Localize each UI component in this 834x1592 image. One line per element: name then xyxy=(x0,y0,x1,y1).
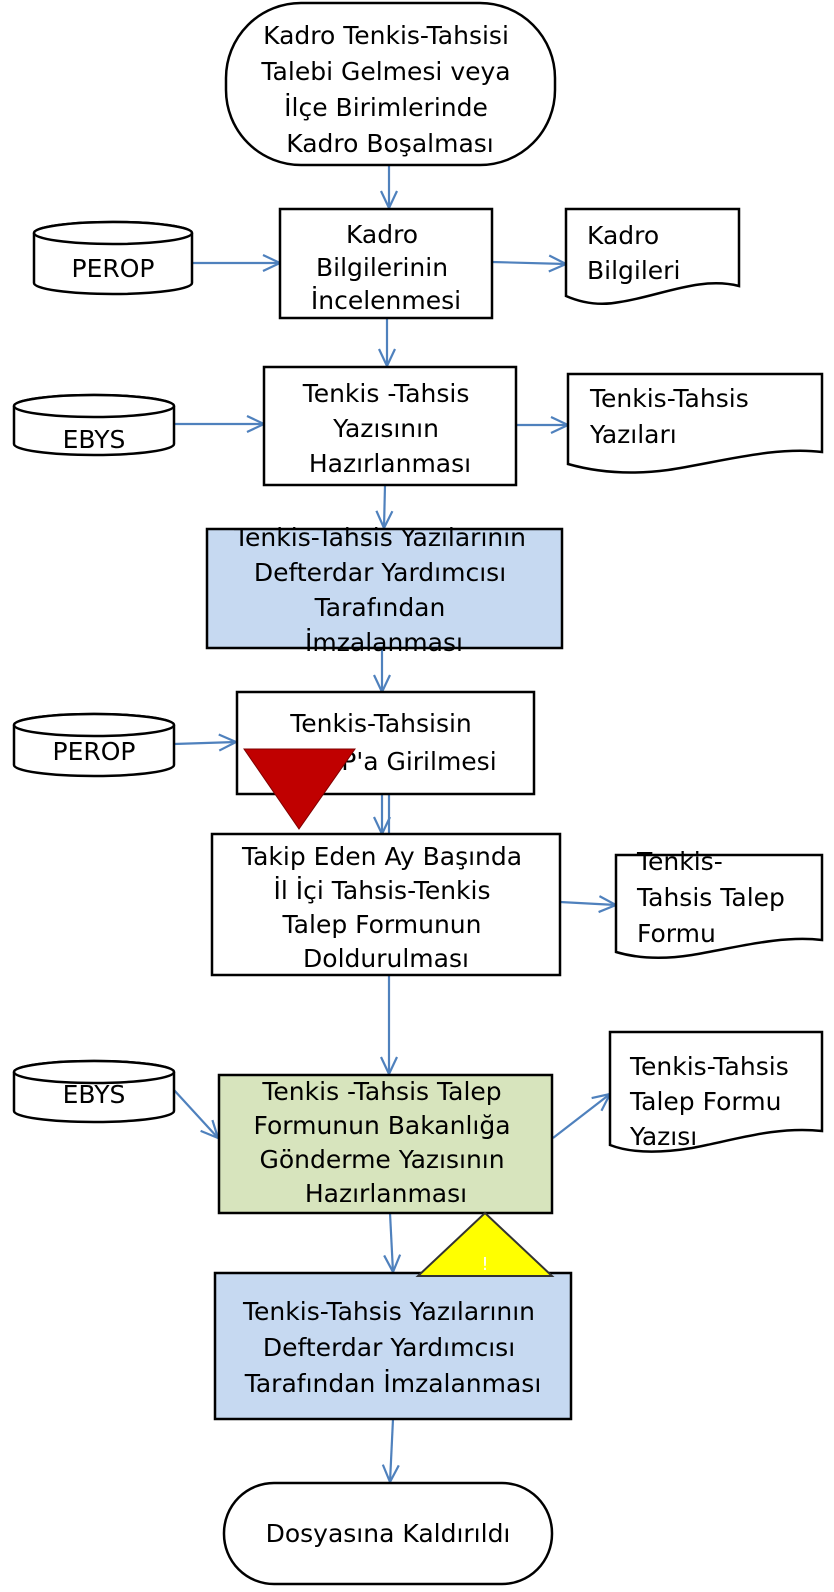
data-source-3: PEROP xyxy=(12,712,176,778)
svg-text:Tenkis- Tahsis Talep: Tenkis- Tahsis Talep Formu xyxy=(636,847,793,948)
step-6-box xyxy=(217,1073,554,1215)
step-7-box xyxy=(213,1271,573,1421)
document-3-label-line: Tahsis Talep xyxy=(636,883,785,912)
process-step-3: Tenkis-Tahsis Yazılarının Defterdar Yard… xyxy=(205,523,564,657)
end-terminator: Dosyasına Kaldırıldı xyxy=(222,1481,554,1586)
step-3-label-line: Tenkis-Tahsis Yazılarının xyxy=(233,523,526,552)
document-3-label-line: Tenkis- xyxy=(636,847,723,876)
svg-text:Tenkis-Tahsis Yazılarının: Tenkis-Tahsis Yazılarının Defterdar Yard… xyxy=(233,523,534,657)
step-5-label-line: Takip Eden Ay Başında xyxy=(241,842,522,871)
warning-mark: ! xyxy=(481,1254,488,1275)
step-5-box xyxy=(210,832,562,977)
step-2-box xyxy=(262,365,518,487)
step-7-label-line: Tenkis-Tahsis Yazılarının xyxy=(242,1297,535,1326)
arrow-source-4-to-step-6 xyxy=(173,1089,218,1138)
step-3-label-line: Tarafından xyxy=(314,593,446,622)
start-label-line: İlçe Birimlerinde xyxy=(284,93,488,122)
document-2-shape xyxy=(566,372,824,474)
document-4-label-line: Tenkis-Tahsis xyxy=(629,1052,789,1081)
arrow-step-5-to-document-3 xyxy=(559,902,616,905)
start-shape xyxy=(224,1,557,167)
document-4: Tenkis-Tahsis Talep Formu Yazısı xyxy=(608,1030,824,1153)
step-2-label-line: Tenkis -Tahsis xyxy=(302,379,470,408)
step-4-label-line: Tenkis-Tahsisin xyxy=(289,709,472,738)
document-3-label-line: Formu xyxy=(637,919,716,948)
database-1-label: PEROP xyxy=(72,254,155,283)
arrow-source-3-to-step-4 xyxy=(173,742,236,744)
arrow-step-1-to-document-1 xyxy=(491,262,566,264)
document-3: Tenkis- Tahsis Talep Formu xyxy=(614,847,824,960)
arrow-step-2-to-step-3 xyxy=(384,484,385,528)
database-3-label: PEROP xyxy=(53,737,136,766)
document-1-label-line: Kadro xyxy=(587,221,659,250)
database-2-label: EBYS xyxy=(63,425,126,454)
warning-triangle-shape xyxy=(415,1211,555,1277)
end-label: Dosyasına Kaldırıldı xyxy=(266,1519,511,1548)
step-1-box xyxy=(278,207,494,320)
database-3-top xyxy=(12,712,176,738)
document-2: Tenkis-Tahsis Yazıları xyxy=(566,372,824,474)
svg-text:Kadro Tenkis-Tahsisi Tal: Kadro Tenkis-Tahsisi Talebi Gelmesi veya… xyxy=(260,21,518,158)
process-step-7: Tenkis-Tahsis Yazılarının Defterdar Yard… xyxy=(213,1271,573,1421)
document-4-label-line: Talep Formu xyxy=(629,1087,781,1116)
document-2-label-line: Tenkis-Tahsis xyxy=(589,384,749,413)
step-1-label-line: Bilgilerinin xyxy=(316,253,448,282)
database-1-top xyxy=(32,220,194,246)
database-2-top xyxy=(12,393,176,419)
start-label-line: Kadro Tenkis-Tahsisi xyxy=(263,21,509,50)
document-4-label-line: Yazısı xyxy=(629,1122,697,1151)
document-1-shape xyxy=(564,207,741,305)
svg-text:Tenkis-Tahsis Yazıları: Tenkis-Tahsis Yazıları xyxy=(589,384,757,449)
step-1-label-line: Kadro xyxy=(346,220,418,249)
step-5-label-line: İl İçi Tahsis-Tenkis xyxy=(274,876,491,905)
svg-text:Tenkis-Tahsis Yazılarının: Tenkis-Tahsis Yazılarının Defterdar Yard… xyxy=(242,1297,543,1398)
document-3-shape xyxy=(614,853,824,960)
start-terminator: Kadro Tenkis-Tahsisi Talebi Gelmesi veya… xyxy=(224,1,557,167)
document-2-label-line: Yazıları xyxy=(589,420,677,449)
process-step-5: Takip Eden Ay Başında İl İçi Tahsis-Tenk… xyxy=(210,832,562,977)
process-step-2: Tenkis -Tahsis Yazısının Hazırlanması xyxy=(262,365,518,487)
step-1-label-line: İncelenmesi xyxy=(311,286,461,315)
end-shape xyxy=(222,1481,554,1586)
arrow-step-6-to-document-4 xyxy=(552,1094,610,1139)
svg-text:Tenkis -Tahsis Yazısının: Tenkis -Tahsis Yazısının Hazırlanması xyxy=(302,379,478,478)
data-source-1: PEROP xyxy=(32,220,194,296)
step-2-label-line: Yazısının xyxy=(332,414,439,443)
arrow-step-7-to-end xyxy=(390,1418,393,1482)
step-5-label-line: Talep Formunun xyxy=(282,910,482,939)
step-2-label-line: Hazırlanması xyxy=(309,449,471,478)
svg-text:Kadro Bilgileri: Kadro Bilgileri xyxy=(587,221,680,285)
process-step-1: Kadro Bilgilerinin İncelenmesi xyxy=(278,207,494,320)
document-4-shape xyxy=(608,1030,824,1153)
document-1: Kadro Bilgileri xyxy=(564,207,741,305)
red-down-triangle-icon xyxy=(243,748,356,830)
arrow-step-6-to-step-7 xyxy=(390,1212,393,1272)
database-4-label: EBYS xyxy=(63,1080,126,1109)
start-label-line: Talebi Gelmesi veya xyxy=(260,57,510,86)
svg-text:Takip Eden Ay Başında İl: Takip Eden Ay Başında İl İçi Tahsis-Tenk… xyxy=(241,842,530,973)
step-6-label-line: Formunun Bakanlığa xyxy=(253,1111,510,1140)
start-label-line: Kadro Boşalması xyxy=(286,129,494,158)
data-source-2: EBYS xyxy=(12,393,176,457)
step-7-label-line: Defterdar Yardımcısı xyxy=(263,1333,515,1362)
data-source-4: EBYS xyxy=(12,1059,176,1124)
step-6-label-line: Gönderme Yazısının xyxy=(259,1145,504,1174)
document-1-label-line: Bilgileri xyxy=(587,256,680,285)
svg-text:Tenkis-Tahsis Talep Form: Tenkis-Tahsis Talep Formu Yazısı xyxy=(629,1052,797,1151)
step-7-label-line: Tarafından İmzalanması xyxy=(244,1369,542,1398)
step-5-label-line: Doldurulması xyxy=(303,944,469,973)
svg-text:Kadro Bilgilerinin: Kadro Bilgilerinin İncelenmesi xyxy=(311,220,461,315)
yellow-warning-triangle-icon: ! xyxy=(415,1211,555,1277)
database-4-top xyxy=(12,1059,176,1085)
svg-text:Tenkis -Tahsis Talep For: Tenkis -Tahsis Talep Formunun Bakanlığa … xyxy=(253,1077,518,1208)
process-step-6: Tenkis -Tahsis Talep Formunun Bakanlığa … xyxy=(217,1073,554,1215)
step-3-label-line: Defterdar Yardımcısı xyxy=(254,558,506,587)
step-6-label-line: Hazırlanması xyxy=(305,1179,467,1208)
step-6-label-line: Tenkis -Tahsis Talep xyxy=(261,1077,501,1106)
step-3-label-line: İmzalanması xyxy=(305,628,463,657)
step-3-box xyxy=(205,527,564,650)
